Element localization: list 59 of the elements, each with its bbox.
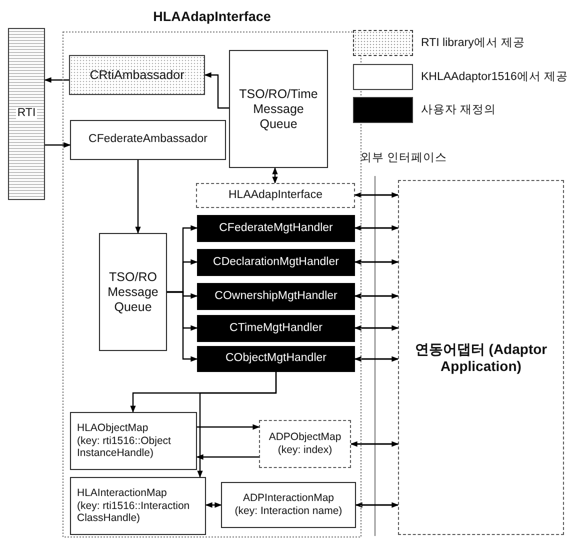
arrow	[350, 441, 399, 447]
box-sublabel: (key: rti1516::Object InstanceHandle)	[77, 434, 172, 460]
box-label: COwnershipMgtHandler	[214, 290, 338, 304]
box-label: HLAAdapInterface	[228, 188, 322, 202]
arrow	[197, 372, 277, 478]
box-label: HLAObjectMap	[77, 422, 148, 435]
box-label: CFederateAmbassador	[88, 133, 208, 147]
box-label: HLAInteractionMap	[77, 487, 167, 500]
box-label: TSO/RO/Time Message Queue	[238, 86, 319, 132]
application-box	[398, 180, 564, 535]
arrow	[197, 424, 260, 430]
arrow	[167, 291, 198, 362]
box-sublabel: (key: rti1516::Interaction ClassHandle)	[77, 500, 191, 525]
box-sublabel: (key: Interaction name)	[234, 505, 342, 518]
handler-box	[197, 346, 355, 372]
box-sublabel: (key: index)	[278, 444, 332, 457]
arrow	[45, 142, 71, 148]
handler-box	[197, 249, 355, 276]
arrow	[354, 225, 399, 231]
arrow	[355, 502, 399, 508]
class-box	[70, 120, 226, 160]
box-label: CFederateMgtHandler	[219, 222, 333, 236]
box-label: CDeclarationMgtHandler	[213, 256, 339, 270]
arrow	[354, 259, 399, 265]
handler-box	[197, 215, 355, 242]
map-box	[70, 477, 206, 535]
arrow	[205, 502, 222, 508]
box-label: TSO/RO Message Queue	[106, 270, 160, 314]
queue-box	[229, 50, 328, 168]
arrow	[44, 77, 69, 83]
rti-box	[8, 28, 45, 200]
arrow	[272, 167, 278, 184]
class-box	[69, 55, 205, 95]
container-title: HLAAdapInterface	[153, 9, 271, 26]
box-label: RTI	[16, 107, 37, 121]
handler-box	[197, 283, 355, 310]
arrow	[354, 293, 399, 299]
arrow	[354, 356, 399, 362]
box-label: CTimeMgtHandler	[230, 322, 322, 336]
legend-label: 사용자 재정의	[421, 103, 496, 117]
box-label: ADPInteractionMap	[242, 492, 334, 505]
legend-label: KHLAAdaptor1516에서 제공	[421, 70, 568, 84]
handler-box	[197, 315, 355, 342]
box-label: CRtiAmbassador	[90, 68, 184, 82]
arrow	[204, 72, 229, 109]
map-box	[70, 412, 197, 470]
arrow	[354, 325, 399, 331]
box-label: 연동어댑터 (Adaptor Application)	[414, 340, 548, 374]
arrow	[354, 192, 399, 198]
map-box	[259, 420, 351, 468]
interface-label: 외부 인터페이스	[360, 151, 448, 165]
queue-box	[99, 233, 167, 351]
legend-label: RTI library에서 제공	[421, 36, 526, 50]
box-label: ADPObjectMap	[268, 431, 342, 444]
box-label: CObjectMgtHandler	[226, 352, 326, 366]
map-box	[221, 482, 356, 528]
arrow	[196, 454, 259, 460]
interface-box	[196, 183, 355, 208]
arrow	[135, 160, 141, 234]
